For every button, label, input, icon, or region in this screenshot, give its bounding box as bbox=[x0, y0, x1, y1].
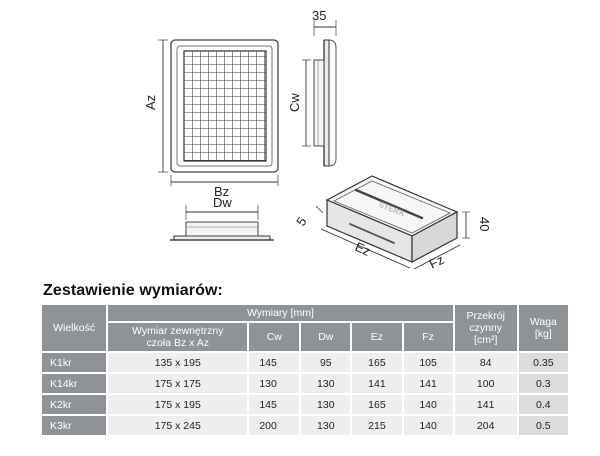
label-dw: Dw bbox=[213, 195, 232, 210]
row-size: K2kr bbox=[42, 395, 107, 414]
label-az: Az bbox=[143, 95, 158, 110]
header-section-line2: czynny bbox=[469, 322, 503, 334]
table-row: K14kr 175 x 175 130 130 141 141 100 0.3 bbox=[42, 374, 568, 393]
row-dw: 130 bbox=[301, 374, 351, 393]
row-ez: 165 bbox=[352, 353, 402, 372]
label-wall: 5 bbox=[293, 214, 309, 229]
row-cw: 200 bbox=[249, 416, 300, 435]
header-ez: Ez bbox=[352, 323, 402, 351]
bottom-view: Dw bbox=[170, 195, 274, 241]
table-row: K2kr 175 x 195 145 130 165 140 141 0.4 bbox=[42, 395, 568, 414]
header-section-line1: Przekrój bbox=[466, 310, 505, 322]
row-fz: 140 bbox=[403, 416, 453, 435]
row-ez: 215 bbox=[352, 416, 402, 435]
row-weight: 0.3 bbox=[518, 374, 568, 393]
header-section-line3: [cm²] bbox=[474, 334, 498, 346]
row-fz: 141 bbox=[403, 374, 453, 393]
header-fz: Fz bbox=[403, 323, 453, 351]
row-size: K14kr bbox=[42, 374, 107, 393]
row-outer: 175 x 195 bbox=[108, 395, 248, 414]
row-weight: 0.5 bbox=[518, 416, 568, 435]
row-section: 141 bbox=[454, 395, 517, 414]
front-view: Az Bz bbox=[143, 39, 279, 199]
row-cw: 145 bbox=[249, 353, 300, 372]
header-cw: Cw bbox=[249, 323, 300, 351]
row-fz: 140 bbox=[403, 395, 453, 414]
row-section: 100 bbox=[454, 374, 517, 393]
header-outer: Wymiar zewnętrzny czoła Bz x Az bbox=[108, 323, 248, 351]
grille-mesh bbox=[183, 50, 267, 162]
row-ez: 141 bbox=[352, 374, 402, 393]
header-outer-line1: Wymiar zewnętrzny bbox=[132, 325, 224, 337]
label-cw: Cw bbox=[287, 93, 302, 112]
row-outer: 175 x 245 bbox=[108, 416, 248, 435]
row-weight: 0.35 bbox=[518, 353, 568, 372]
row-section: 204 bbox=[454, 416, 517, 435]
row-dw: 95 bbox=[301, 353, 351, 372]
label-fz: Fz bbox=[427, 252, 447, 272]
header-section: Przekrój czynny [cm²] bbox=[454, 305, 517, 351]
row-fz: 105 bbox=[403, 353, 453, 372]
row-weight: 0.4 bbox=[518, 395, 568, 414]
label-bz: Bz bbox=[214, 184, 229, 199]
row-outer: 135 x 195 bbox=[108, 353, 248, 372]
technical-drawing: Az Bz 35 Cw Dw bbox=[143, 8, 492, 272]
header-dw: Dw bbox=[301, 323, 351, 351]
row-size: K3kr bbox=[42, 416, 107, 435]
label-depth: 35 bbox=[312, 8, 326, 23]
header-outer-line2: czoła Bz x Az bbox=[146, 337, 209, 349]
side-view: 35 Cw bbox=[287, 8, 337, 167]
row-ez: 165 bbox=[352, 395, 402, 414]
row-dw: 130 bbox=[301, 395, 351, 414]
header-weight: Waga [kg] bbox=[518, 305, 568, 351]
row-cw: 130 bbox=[249, 374, 300, 393]
row-section: 84 bbox=[454, 353, 517, 372]
section-title: Zestawienie wymiarów: bbox=[43, 282, 223, 299]
header-dimensions: Wymiary [mm] bbox=[108, 305, 453, 321]
table-row: K3kr 175 x 245 200 130 215 140 204 0.5 bbox=[42, 416, 568, 435]
dimensions-table: Wielkość Wymiary [mm] Przekrój czynny [c… bbox=[40, 303, 570, 437]
row-cw: 145 bbox=[249, 395, 300, 414]
row-size: K1kr bbox=[42, 353, 107, 372]
label-ez: Ez bbox=[353, 239, 373, 259]
header-size: Wielkość bbox=[42, 305, 107, 351]
label-height: 40 bbox=[477, 217, 492, 231]
header-weight-line2: [kg] bbox=[534, 328, 552, 340]
iso-tray-view: STERA 5 40 Ez Fz bbox=[293, 175, 492, 272]
table-row: K1kr 135 x 195 145 95 165 105 84 0.35 bbox=[42, 353, 568, 372]
row-outer: 175 x 175 bbox=[108, 374, 248, 393]
header-weight-line1: Waga bbox=[529, 316, 557, 328]
row-dw: 130 bbox=[301, 416, 351, 435]
